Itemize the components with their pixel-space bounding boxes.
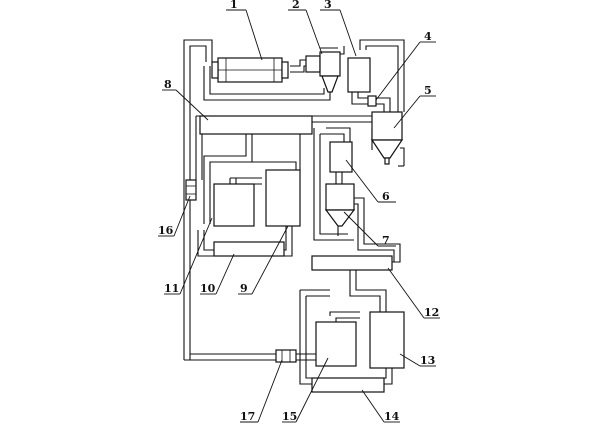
unit-12-horizontal-vessel xyxy=(311,255,393,271)
leader-lines xyxy=(158,9,440,423)
label-15: 15 xyxy=(282,410,297,423)
label-11: 11 xyxy=(164,282,179,295)
unit-3-tank xyxy=(347,57,371,93)
label-14: 14 xyxy=(384,410,400,423)
unit-1-rotary-drum xyxy=(211,57,289,83)
label-17: 17 xyxy=(240,410,255,423)
unit-8-horizontal-vessel xyxy=(199,115,313,135)
unit-7-conical-tank xyxy=(324,183,356,227)
pipe-network xyxy=(183,39,405,385)
label-16: 16 xyxy=(158,224,174,237)
label-10: 10 xyxy=(200,282,216,295)
label-3: 3 xyxy=(324,0,332,11)
label-5: 5 xyxy=(424,84,432,97)
label-6: 6 xyxy=(382,190,390,203)
label-9: 9 xyxy=(240,282,248,295)
unit-14-horizontal-vessel xyxy=(311,377,385,393)
label-7: 7 xyxy=(382,234,390,247)
unit-17-flange xyxy=(275,349,297,363)
label-1: 1 xyxy=(230,0,238,11)
unit-15-tank xyxy=(315,321,357,367)
unit-6-tank xyxy=(329,141,353,173)
label-4: 4 xyxy=(424,30,432,43)
label-8: 8 xyxy=(164,78,172,91)
callout-labels: 1 2 3 4 5 8 6 7 16 11 10 9 12 13 17 15 1… xyxy=(158,0,439,423)
unit-2-cyclone xyxy=(305,51,341,93)
label-13: 13 xyxy=(420,354,435,367)
label-12: 12 xyxy=(424,306,439,319)
label-2: 2 xyxy=(292,0,300,11)
unit-13-tank xyxy=(369,311,405,369)
unit-5-conical-settler xyxy=(370,111,404,165)
unit-16-flange xyxy=(185,179,197,201)
unit-10-horizontal-vessel xyxy=(213,241,285,257)
unit-4-valve xyxy=(367,95,377,107)
unit-9-tank xyxy=(265,169,301,227)
unit-11-tank xyxy=(213,183,255,227)
